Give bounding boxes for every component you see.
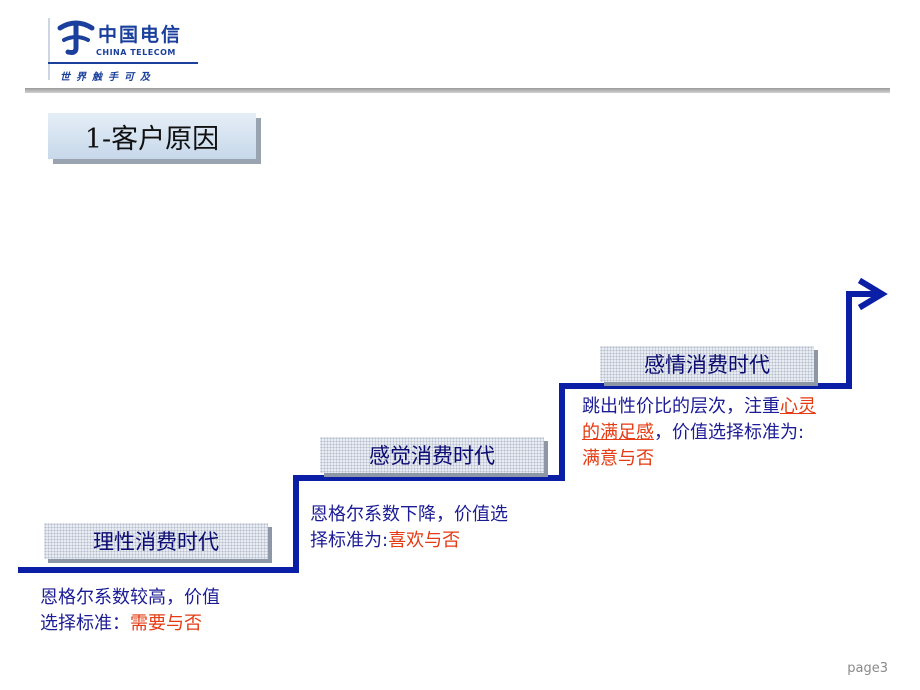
- logo-divider: [48, 18, 50, 80]
- step-desc-feeling: 恩格尔系数下降，价值选 择标准为:喜欢与否: [310, 502, 508, 554]
- header-divider: [25, 88, 890, 93]
- logo-english-name: CHINA TELECOM: [96, 48, 176, 57]
- criterion-highlight: 喜欢与否: [388, 530, 461, 551]
- logo-slogan: 世界触手可及: [60, 72, 156, 83]
- desc-line: 跳出性价比的层次，注重心灵: [582, 394, 816, 420]
- logo-chinese-name: 中国电信: [98, 24, 183, 46]
- desc-line: 恩格尔系数较高，价值: [40, 587, 220, 608]
- desc-line: 择标准为:喜欢与否: [310, 528, 508, 554]
- step-desc-rational: 恩格尔系数较高，价值 选择标准：需要与否: [40, 585, 220, 637]
- desc-text: ，价值选择标准为:: [654, 422, 805, 443]
- desc-text: 跳出性价比的层次，注重: [582, 396, 780, 417]
- arrow-head-icon: [857, 277, 888, 311]
- criterion-underline: 心灵: [780, 396, 816, 417]
- slide-title: 1-客户原因: [48, 113, 256, 159]
- logo-underline: [48, 62, 198, 64]
- step-label-emotion: 感情消费时代: [600, 346, 814, 382]
- china-telecom-logo: 中国电信 CHINA TELECOM 世界触手可及: [48, 10, 198, 84]
- criterion-highlight: 需要与否: [130, 613, 202, 634]
- desc-line: 选择标准：需要与否: [40, 611, 220, 637]
- desc-line: 恩格尔系数下降，价值选: [310, 504, 508, 525]
- step-label-rational: 理性消费时代: [44, 523, 268, 559]
- step-desc-emotion: 跳出性价比的层次，注重心灵 的满足感，价值选择标准为: 满意与否: [582, 394, 816, 472]
- criterion-highlight: 满意与否: [582, 448, 654, 469]
- step-label-feeling: 感觉消费时代: [320, 437, 544, 473]
- telecom-emblem-icon: [57, 20, 95, 55]
- criterion-underline: 的满足感: [582, 422, 654, 443]
- desc-line: 的满足感，价值选择标准为:: [582, 420, 816, 446]
- desc-text: 选择标准：: [40, 613, 130, 634]
- desc-text: 择标准为:: [310, 530, 389, 551]
- page-number: page3: [847, 661, 888, 676]
